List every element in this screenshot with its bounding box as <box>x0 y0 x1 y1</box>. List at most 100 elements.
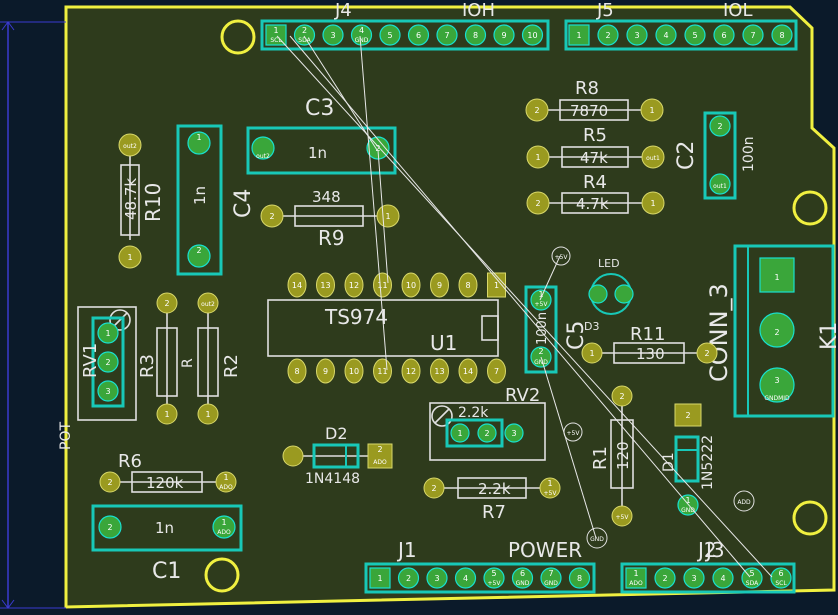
value-r9: 348 <box>312 188 341 206</box>
capacitor-c1[interactable]: 2 1 ADO 1n C1 <box>91 504 243 584</box>
resistor-r7[interactable]: 2.2k R7 2 1 +5V <box>423 477 561 523</box>
header-pin[interactable]: 6 <box>713 24 735 46</box>
header-pin[interactable]: 4 <box>454 567 477 589</box>
value-r3: R <box>180 358 196 368</box>
diode-d2[interactable]: 2 ADO D2 1N4148 <box>282 424 393 487</box>
mounting-hole[interactable] <box>204 557 240 593</box>
pad-number: 8 <box>577 574 582 583</box>
pad-number: 9 <box>501 31 506 40</box>
header-pin[interactable]: 4 <box>712 567 734 589</box>
resistor-r1[interactable]: 2 +5V R1 120 <box>590 385 634 527</box>
header-pin[interactable]: 6 <box>407 24 430 46</box>
header-pin[interactable]: 4 <box>655 24 677 46</box>
resistor-r5[interactable]: R5 47k 1 out1 <box>526 125 665 169</box>
capacitor-c5[interactable]: 1 +5V 2 GND 100n C5 <box>524 285 589 374</box>
header-pin[interactable]: 7 <box>742 24 764 46</box>
resistor-r9[interactable]: 348 R9 2 1 <box>260 188 400 250</box>
led-d3[interactable]: LED D3 <box>584 257 634 333</box>
svg-text:+5V: +5V <box>567 430 581 437</box>
capacitor-c2[interactable]: 2 out1 C2 100n <box>674 111 757 200</box>
ic-pin[interactable]: 13 <box>430 358 449 384</box>
potentiometer-rv2[interactable]: 1 2 3 RV2 2.2k <box>429 385 546 461</box>
ic-pin[interactable]: 13 <box>316 272 335 298</box>
mounting-hole[interactable] <box>792 190 828 226</box>
capacitor-c4[interactable]: 1 2 1n C4 <box>176 124 256 276</box>
potentiometer-rv1[interactable]: 1 2 3 RV1 <box>77 306 137 421</box>
diode-d1[interactable]: 2 1 GND D1 1N5222 <box>661 403 716 516</box>
resistor-r8[interactable]: R8 7870 2 1 <box>525 78 664 122</box>
header-pin[interactable]: 3 <box>683 567 705 589</box>
resistor-r4[interactable]: R4 4.7k 2 1 <box>526 172 665 215</box>
mounting-hole[interactable] <box>220 19 256 55</box>
resistor-r2[interactable]: out2 1 R2 <box>197 292 242 425</box>
mounting-hole[interactable] <box>792 500 828 536</box>
ic-pin[interactable]: 9 <box>316 358 335 384</box>
svg-text:1: 1 <box>589 349 594 358</box>
pad-number: 3 <box>634 31 639 40</box>
pad-number: 8 <box>473 31 478 40</box>
header-pin[interactable]: 9 <box>493 24 515 46</box>
terminal-block-k1[interactable]: 1 2 3 GNDMID CONN_3 K1 <box>705 244 838 418</box>
ic-pin[interactable]: 8 <box>287 358 307 384</box>
ic-pin[interactable]: 14 <box>458 358 478 384</box>
pad-number: 12 <box>406 367 416 376</box>
header-pin[interactable]: 7 <box>436 24 458 46</box>
pad-number: 1 <box>633 569 638 578</box>
ic-pin[interactable]: 8 <box>458 272 478 298</box>
pad-number: 3 <box>434 574 439 583</box>
header-pin[interactable]: 5 <box>379 24 401 46</box>
ic-pin[interactable]: 11 <box>373 272 392 298</box>
pad-number: 2 <box>406 574 411 583</box>
header-pin[interactable]: 2 <box>397 567 420 589</box>
ic-pin[interactable]: 10 <box>401 272 421 298</box>
resistor-r3[interactable]: 2 1 R3 R <box>137 292 196 425</box>
header-pin[interactable]: 2 <box>597 24 619 46</box>
ic-pin[interactable]: 7 <box>487 358 506 384</box>
pad-label: GNDMID <box>764 395 790 402</box>
header-pin[interactable]: 8 <box>568 567 591 589</box>
ref-c1: C1 <box>152 559 181 584</box>
ic-pin[interactable]: 14 <box>287 272 307 298</box>
header-pin[interactable]: 2 <box>654 567 676 589</box>
resistor-r10[interactable]: out2 1 48.7k R10 <box>118 133 165 269</box>
svg-text:2: 2 <box>164 299 169 308</box>
ref-iol: IOL <box>723 0 753 21</box>
svg-text:1: 1 <box>205 410 210 419</box>
pad-label: ADO <box>217 529 231 536</box>
ic-pin[interactable]: 11 <box>373 358 392 384</box>
header-pin[interactable]: 3 <box>626 24 648 46</box>
header-pin[interactable]: 8 <box>464 24 487 46</box>
header-pin[interactable]: 1 <box>369 567 391 589</box>
ic-pin[interactable]: 10 <box>344 358 364 384</box>
pad-number: 11 <box>377 281 387 290</box>
header-pin[interactable]: 5+5V <box>483 567 505 589</box>
svg-text:2: 2 <box>105 358 110 367</box>
resistor-r6[interactable]: R6 120k 2 1 ADO <box>99 451 237 493</box>
header-pin[interactable]: 3 <box>426 567 448 589</box>
resistor-r11[interactable]: R11 130 1 2 <box>581 324 718 364</box>
header-pin[interactable]: 1 <box>568 24 590 46</box>
header-pin[interactable]: 8 <box>771 24 793 46</box>
header-pin[interactable]: 3 <box>322 24 344 46</box>
net-label-gnd: GND <box>586 527 608 549</box>
ic-pin[interactable]: 12 <box>344 272 364 298</box>
ic-pin[interactable]: 9 <box>430 272 449 298</box>
ic-pin[interactable]: 12 <box>401 358 421 384</box>
header-pin[interactable]: 10 <box>521 24 544 46</box>
header-pin[interactable]: 5 <box>684 24 706 46</box>
pad-label: out2 <box>123 143 137 150</box>
net-label-add: ADD <box>733 490 755 512</box>
